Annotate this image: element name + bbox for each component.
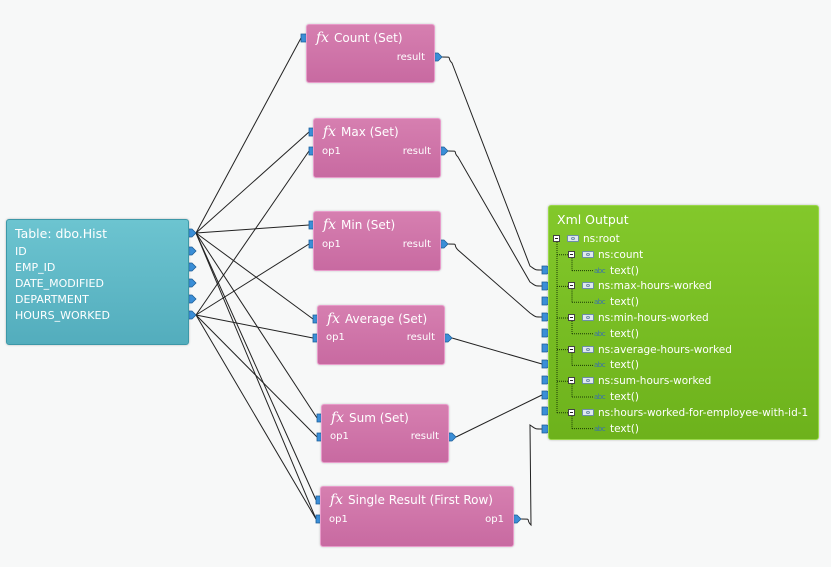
element-icon — [582, 408, 594, 416]
input-port-label: op1 — [322, 146, 341, 157]
output-port-label: op1 — [485, 514, 504, 525]
text-node-icon: abc — [594, 361, 606, 370]
connection-wire — [195, 314, 317, 520]
xml-text-label[interactable]: text() — [610, 327, 639, 340]
collapse-toggle-icon[interactable] — [568, 345, 575, 353]
element-icon — [582, 250, 594, 258]
input-port-label: op1 — [326, 332, 345, 343]
element-icon — [582, 345, 594, 353]
function-icon: fx — [316, 30, 330, 46]
function-name: Single Result (First Row) — [348, 493, 493, 507]
connection-wire — [195, 131, 310, 234]
text-node-icon: abc — [594, 424, 606, 433]
table-field-emp-id: EMP_ID — [15, 261, 56, 274]
element-icon — [582, 377, 594, 385]
xml-text-label[interactable]: text() — [610, 359, 639, 372]
connection-wire — [520, 424, 543, 527]
connection-wire — [195, 232, 318, 419]
connection-wire — [195, 232, 317, 501]
text-node-icon: abc — [594, 329, 606, 338]
collapse-toggle-icon[interactable] — [568, 408, 575, 416]
element-icon — [567, 235, 579, 242]
connection-wire — [447, 243, 543, 318]
collapse-toggle-icon[interactable] — [568, 250, 575, 258]
table-field-id: ID — [15, 245, 27, 258]
output-port-label: result — [396, 52, 425, 63]
xml-element-label[interactable]: ns:max-hours-worked — [598, 280, 712, 293]
collapse-toggle-icon[interactable] — [568, 314, 575, 321]
function-node-count[interactable]: fx Count (Set) result — [306, 24, 435, 83]
table-node-dbo-hist[interactable]: Table: dbo.Hist ID EMP_ID DATE_MODIFIED … — [6, 219, 189, 345]
xml-element-label[interactable]: ns:min-hours-worked — [598, 312, 709, 324]
connection-wire — [195, 314, 314, 339]
xml-element-label[interactable]: ns:count — [598, 248, 644, 261]
connection-wire — [195, 37, 302, 234]
function-icon: fx — [331, 410, 345, 426]
function-name: Count (Set) — [334, 31, 403, 45]
collapse-toggle-icon[interactable] — [553, 235, 560, 242]
xml-text-label[interactable]: text() — [610, 422, 639, 435]
xml-output-title: Xml Output — [557, 212, 629, 227]
connection-wire — [195, 243, 310, 316]
function-node-single-result[interactable]: fx Single Result (First Row) op1 op1 — [320, 486, 514, 547]
xml-text-label[interactable]: text() — [610, 391, 639, 403]
element-icon — [582, 314, 594, 321]
function-node-max[interactable]: fx Max (Set) op1 result — [313, 118, 441, 178]
table-field-hours-worked: HOURS_WORKED — [15, 309, 110, 322]
xml-element-label[interactable]: ns:hours-worked-for-employee-with-id-1 — [598, 406, 809, 419]
function-node-sum[interactable]: fx Sum (Set) op1 result — [321, 404, 449, 463]
xml-text-label[interactable]: text() — [610, 264, 639, 277]
text-node-icon: abc — [594, 266, 606, 275]
function-node-average[interactable]: fx Average (Set) op1 result — [317, 305, 445, 365]
element-icon — [582, 282, 594, 290]
collapse-toggle-icon[interactable] — [568, 377, 575, 385]
function-node-min[interactable]: fx Min (Set) op1 result — [313, 211, 441, 271]
function-name: Min (Set) — [341, 218, 396, 232]
xml-text-label[interactable]: text() — [610, 296, 639, 309]
table-field-department: DEPARTMENT — [15, 293, 89, 306]
xml-element-label[interactable]: ns:average-hours-worked — [598, 343, 732, 356]
function-icon: fx — [323, 124, 337, 140]
connection-wire — [451, 337, 543, 365]
output-port-label: result — [410, 431, 439, 442]
xml-output-node[interactable]: Xml Output ns:root ns:count abc text() ns:ma… — [548, 205, 819, 440]
function-name: Average (Set) — [345, 312, 428, 326]
input-port-label: op1 — [322, 239, 341, 250]
xml-tree-lines — [556, 242, 594, 430]
xml-element-label[interactable]: ns:root — [583, 233, 620, 245]
text-node-icon: abc — [594, 393, 606, 401]
connection-wire — [195, 150, 310, 316]
connection-wire — [195, 224, 310, 234]
connection-wire — [195, 232, 317, 520]
output-port-label: result — [402, 239, 431, 250]
input-port-label: op1 — [330, 431, 349, 442]
function-name: Max (Set) — [341, 125, 399, 139]
table-field-date-modified: DATE_MODIFIED — [15, 277, 104, 290]
function-icon: fx — [330, 492, 344, 508]
function-icon: fx — [323, 217, 337, 233]
output-port-label: result — [402, 146, 431, 157]
connection-wire — [455, 394, 543, 438]
function-name: Sum (Set) — [349, 411, 409, 425]
input-port-label: op1 — [329, 514, 348, 525]
connection-wire — [441, 56, 543, 271]
function-icon: fx — [327, 311, 341, 327]
connection-wire — [447, 150, 543, 287]
output-port-label: result — [406, 332, 435, 343]
table-title: Table: dbo.Hist — [15, 226, 108, 241]
xml-element-label[interactable]: ns:sum-hours-worked — [598, 375, 712, 388]
text-node-icon: abc — [594, 298, 606, 307]
collapse-toggle-icon[interactable] — [568, 282, 575, 290]
connection-wire — [195, 232, 314, 320]
